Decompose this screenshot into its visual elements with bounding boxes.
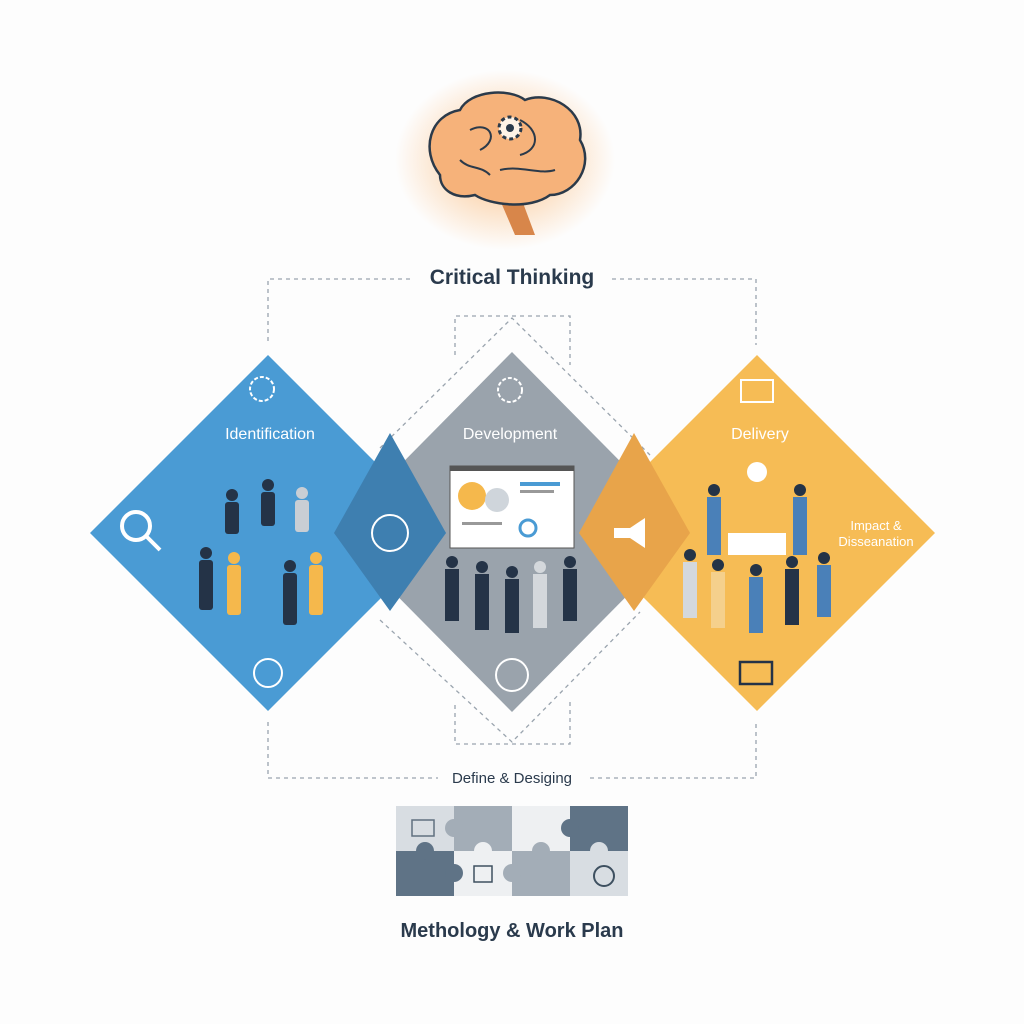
stage-label-delivery: Delivery <box>731 426 789 443</box>
magnifier-icon <box>120 510 162 552</box>
methodology-title: Methology & Work Plan <box>400 920 624 942</box>
impact-note-line2: Disseanation <box>838 534 914 549</box>
megaphone-icon <box>614 518 645 548</box>
waveform-icon <box>371 514 409 552</box>
impact-note: Impact &Disseanation <box>838 518 913 550</box>
people-group <box>199 479 831 633</box>
presentation-board-icon <box>449 465 575 549</box>
chart-bubble-icon <box>253 658 283 688</box>
stage-label-identification: Identification <box>225 426 315 443</box>
impact-note-line1: Impact & <box>850 518 902 533</box>
diamond-identification <box>90 355 446 711</box>
connector-lines <box>267 278 757 779</box>
overlap-left <box>334 433 446 611</box>
gears-chat-icon <box>249 376 275 402</box>
define-designing-label: Define & Desiging <box>451 770 573 787</box>
analytics-icon <box>495 658 529 692</box>
stage-label-development: Development <box>462 426 558 443</box>
overlap-right <box>579 433 690 611</box>
open-book-icon <box>740 379 774 403</box>
monitor-chart-icon <box>738 660 774 686</box>
brain-gear-icon <box>395 70 615 250</box>
lightbulb-icon <box>747 462 767 482</box>
critical-thinking-title: Critical Thinking <box>429 266 595 289</box>
puzzle-work-plan <box>396 806 628 896</box>
cloud-gears-icon <box>497 377 523 403</box>
